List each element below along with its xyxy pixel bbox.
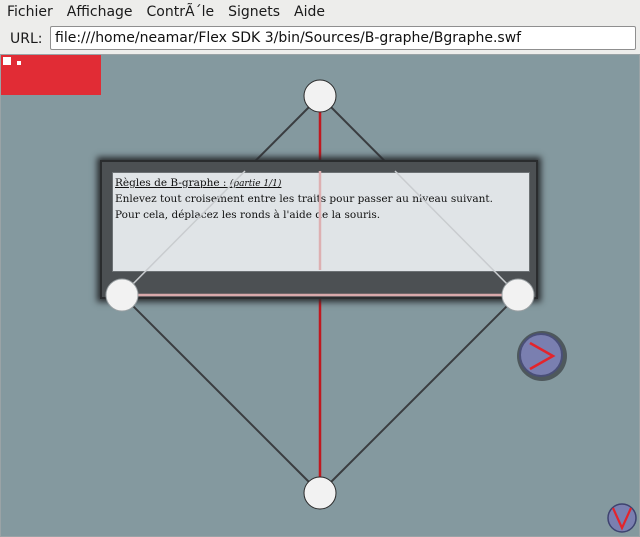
menu-affichage[interactable]: Affichage [66,4,133,20]
url-label: URL: [10,31,43,47]
rules-panel: Règles de B-graphe : (partie 1/1) Enleve… [112,172,530,272]
menu-bar: Fichier Affichage ContrÃ´le Signets Aide [0,0,640,24]
menu-signets[interactable]: Signets [228,4,281,20]
edge-left-bottom [121,294,321,494]
url-bar: URL: file:///home/neamar/Flex SDK 3/bin/… [0,24,640,54]
white-dot-marker [17,61,21,65]
rules-line-1: Enlevez tout croisement entre les traits… [115,193,493,205]
menu-aide[interactable]: Aide [294,4,325,20]
rules-dialog: Règles de B-graphe : (partie 1/1) Enleve… [100,160,538,299]
white-square-marker [3,57,11,65]
menu-fichier[interactable]: Fichier [7,4,53,20]
rules-part: (partie 1/1) [229,179,282,189]
rules-title-text: Règles de B-graphe : [115,177,227,189]
url-input[interactable]: file:///home/neamar/Flex SDK 3/bin/Sourc… [50,26,636,50]
menu-controle[interactable]: ContrÃ´le [146,4,215,20]
edge-right-bottom [319,294,519,494]
rules-title: Règles de B-graphe : (partie 1/1) [115,176,527,191]
rules-line-2: Pour cela, déplacez les ronds à l'aide d… [115,209,381,221]
